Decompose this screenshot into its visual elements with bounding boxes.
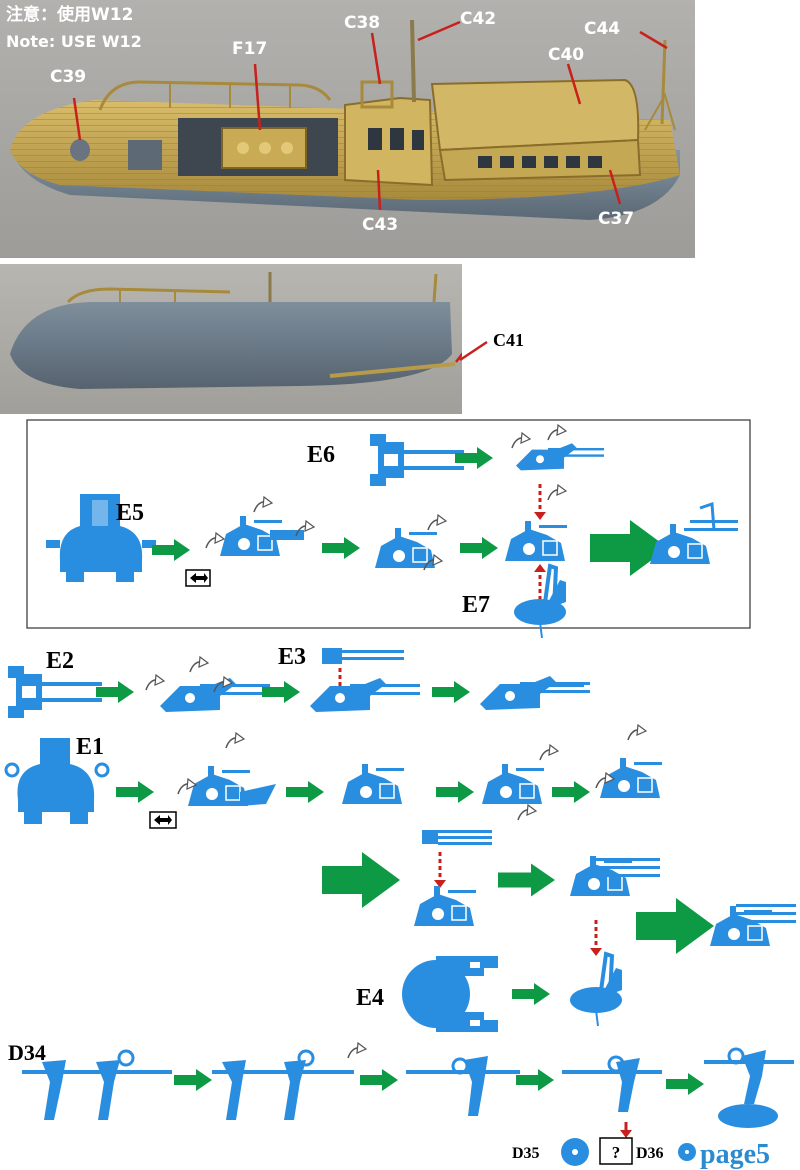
- part-e4-base-ghost: [568, 952, 624, 1028]
- label-d35: D35: [512, 1145, 540, 1162]
- part-e5-step3: [504, 520, 568, 562]
- part-e5-step2: [374, 527, 438, 569]
- label-e4: E4: [356, 985, 384, 1011]
- label-e1: E1: [76, 734, 104, 760]
- question-box: [599, 1137, 633, 1165]
- part-mount-with-barrels: [413, 885, 477, 927]
- callout-c40: C40: [548, 45, 584, 65]
- callout-f17: F17: [232, 39, 267, 59]
- callout-c39: C39: [50, 67, 86, 87]
- part-c41-keel: [329, 362, 456, 378]
- label-d34: D34: [8, 1040, 46, 1065]
- fold-flip-icon: [149, 811, 177, 829]
- part-e2-e3-assembled: [479, 675, 591, 711]
- window-square: [128, 140, 162, 170]
- page-number: page5: [700, 1139, 770, 1170]
- sub-assembly-frame: [26, 419, 751, 629]
- label-e3: E3: [278, 644, 306, 670]
- note-en: Note: USE W12: [6, 32, 142, 51]
- callout-c44: C44: [584, 19, 620, 39]
- label-d36: D36: [636, 1145, 664, 1162]
- part-c37-cabin-side: [438, 138, 642, 182]
- callout-c43: C43: [362, 215, 398, 235]
- part-e5-flat: [46, 494, 156, 582]
- callout-c42: C42: [460, 9, 496, 29]
- mast-c44: [660, 39, 667, 125]
- callout-c38: C38: [344, 13, 380, 33]
- part-c38: [360, 80, 394, 109]
- part-c40-roof: [430, 78, 640, 152]
- callout-c37: C37: [598, 209, 634, 229]
- arrow-e6-down: [532, 482, 548, 522]
- label-e6: E6: [307, 442, 335, 468]
- part-d34-step3: [562, 1055, 662, 1112]
- part-e1-flat: [4, 738, 110, 824]
- part-e6-folded: [515, 442, 605, 472]
- question-mark: ?: [612, 1143, 621, 1162]
- part-e6-flat: [370, 434, 464, 486]
- assembly-diagram: E6 E5 E7 E2 E3 E1: [4, 419, 796, 1170]
- label-e5: E5: [116, 500, 144, 526]
- part-d34-step2: [406, 1056, 520, 1116]
- leader-lines: [72, 20, 668, 211]
- part-e2-folded: [159, 677, 271, 713]
- part-barrels-stack: [422, 830, 492, 845]
- part-d34-assembled: [704, 1047, 794, 1128]
- label-e2: E2: [46, 648, 74, 674]
- boat-hull-underside: [10, 302, 452, 389]
- photo-top: 注意：使用W12 Note: USE W12 C39 F17 C38 C42 C…: [0, 0, 695, 258]
- part-e4-flat: [402, 956, 498, 1032]
- mast-c42: [410, 19, 416, 103]
- porthole-c39: [70, 139, 90, 161]
- note-cn: 注意：使用W12: [6, 4, 133, 25]
- label-e7: E7: [462, 592, 490, 618]
- callout-c41: C41: [493, 330, 524, 350]
- part-d34-flat: [22, 1049, 172, 1120]
- part-e3-barrels: [322, 648, 404, 664]
- fold-flip-icon: [185, 569, 211, 587]
- photo-bottom: [0, 264, 462, 414]
- part-e1-step2: [341, 763, 405, 805]
- part-e1-step3: [481, 763, 545, 805]
- part-d34-step1: [212, 1049, 354, 1120]
- part-e2-e3-step: [309, 677, 421, 713]
